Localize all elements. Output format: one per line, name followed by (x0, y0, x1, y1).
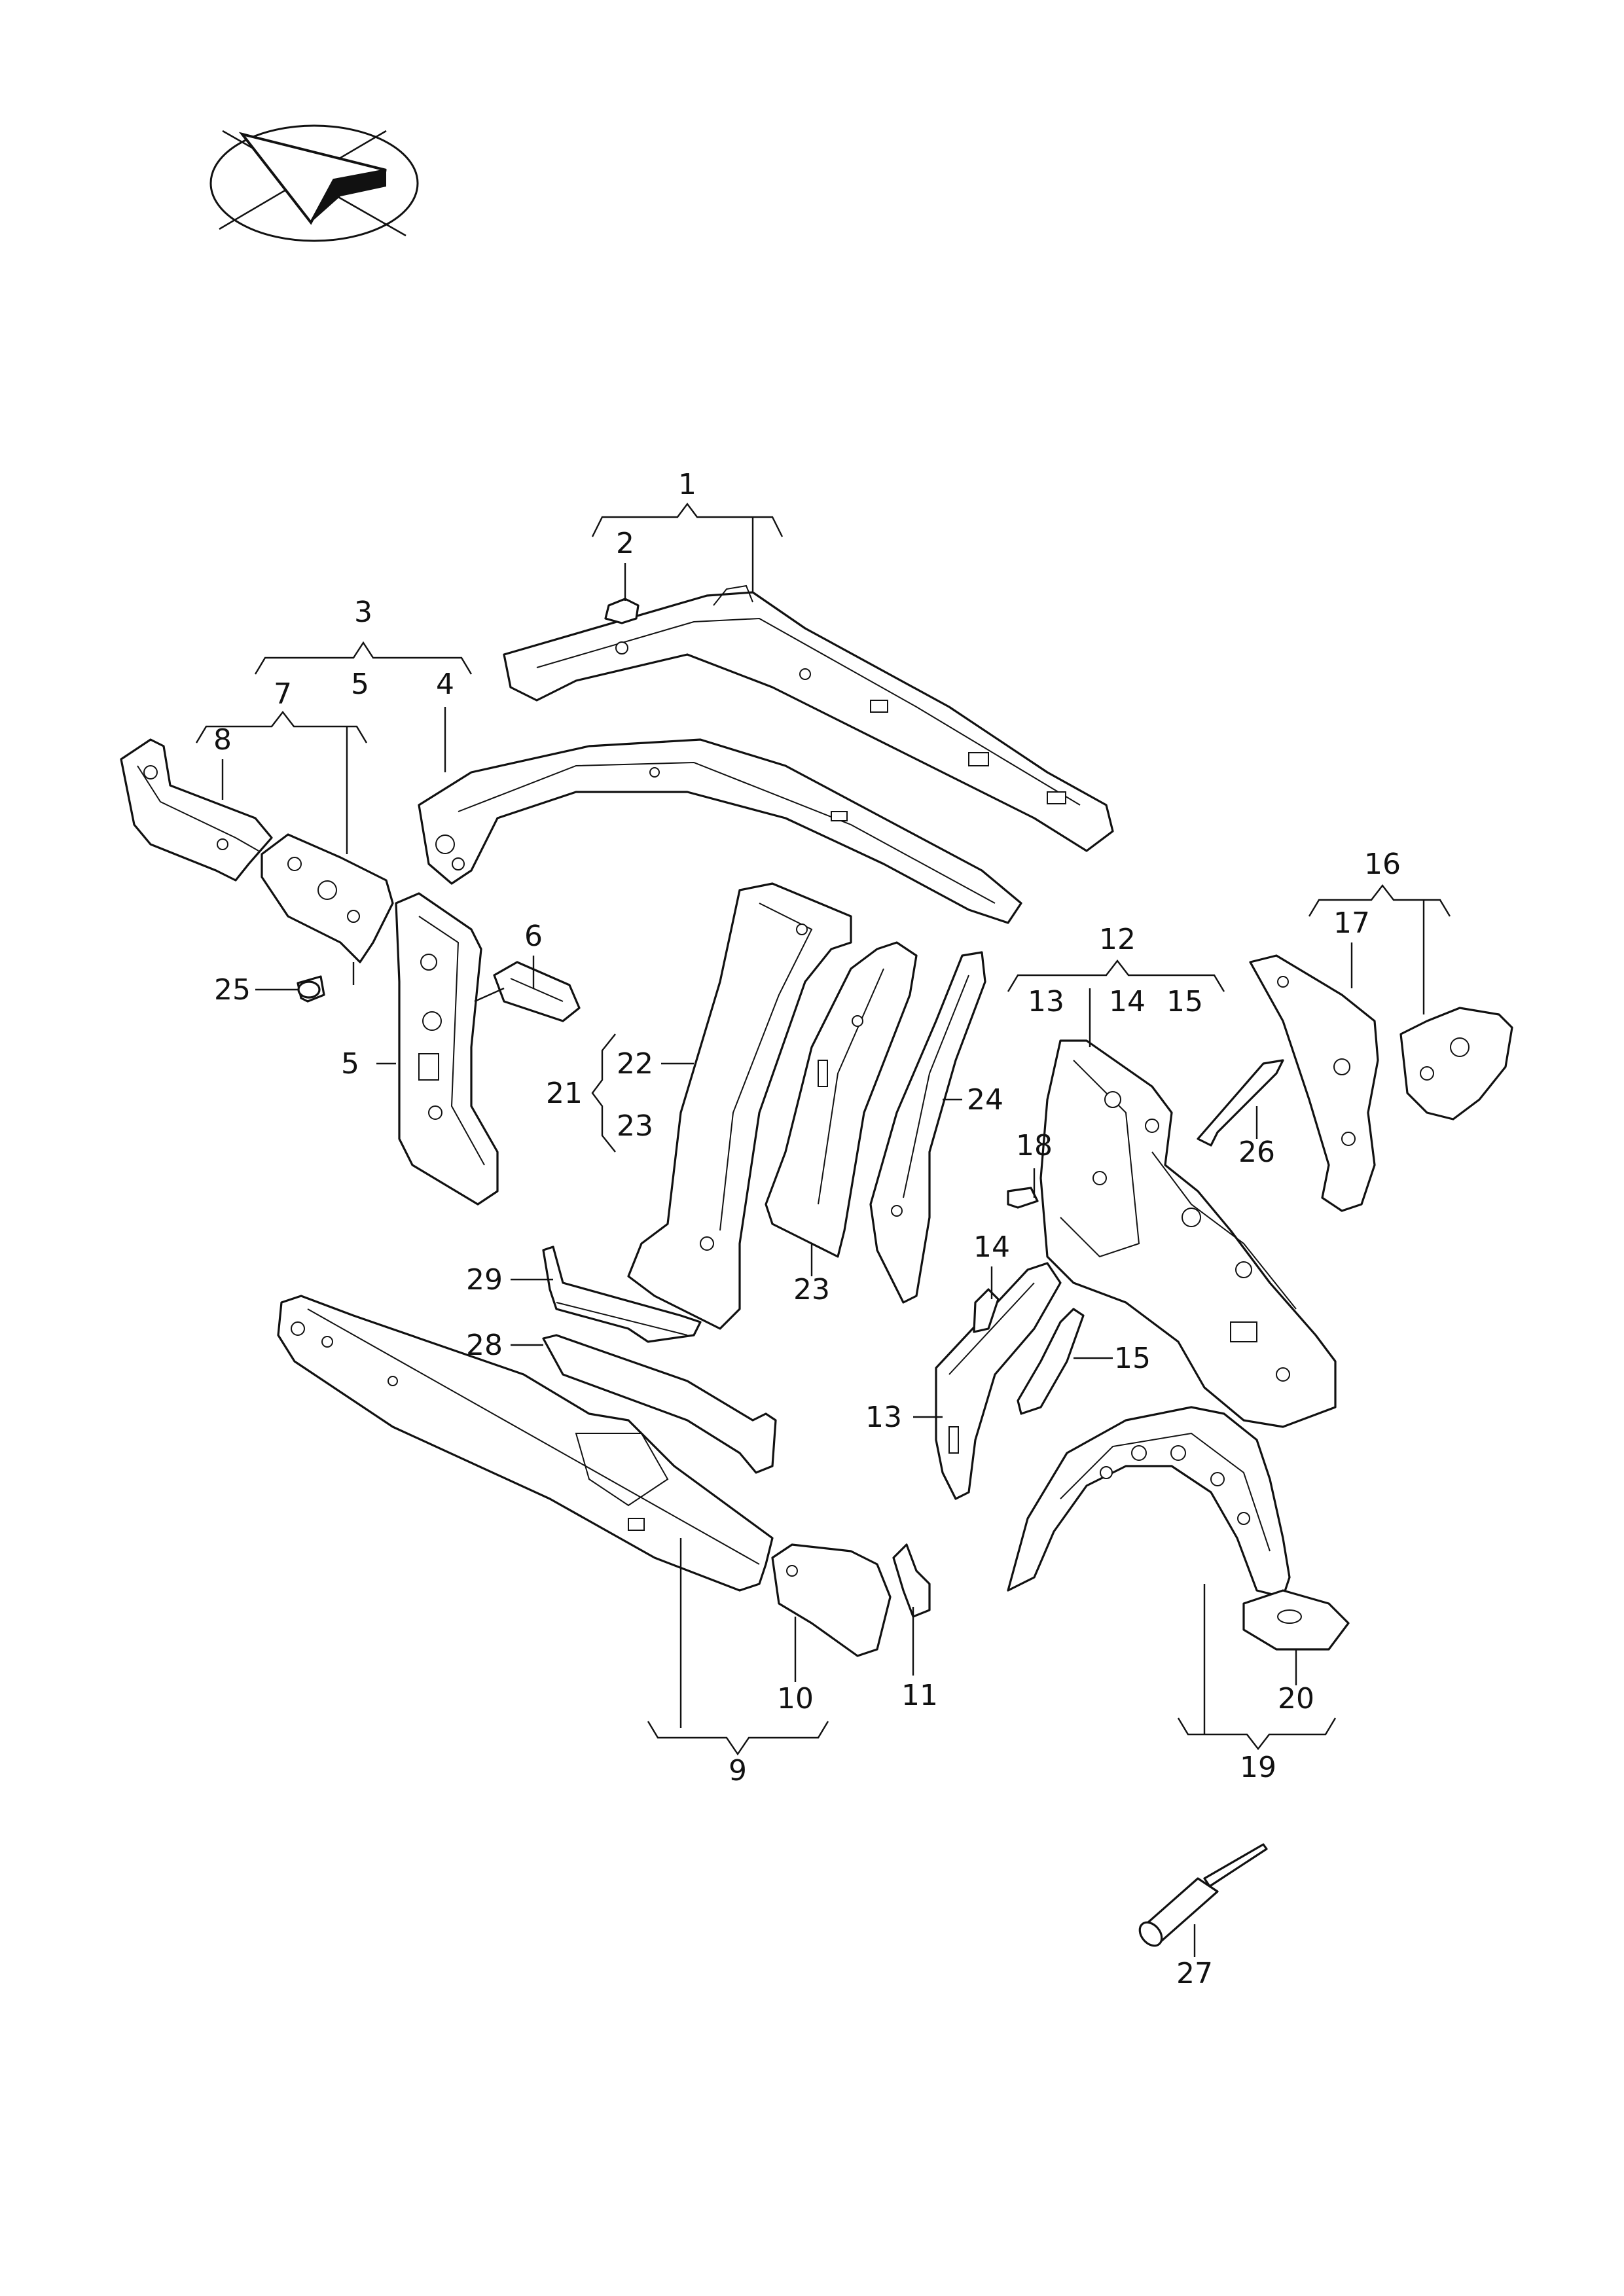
callout-15-top: 15 (1166, 985, 1203, 1018)
part-cross-member-29 (542, 1246, 702, 1343)
callout-2: 2 (616, 527, 634, 560)
callout-3: 3 (354, 596, 372, 629)
part-bracket-6 (493, 961, 581, 1022)
part-quarter-lower-13 (935, 1262, 1062, 1500)
callout-8: 8 (213, 723, 232, 757)
callout-29: 29 (466, 1263, 503, 1297)
part-bracket-2 (604, 598, 640, 624)
part-roof-rail-lower (418, 738, 1022, 924)
callout-12: 12 (1099, 923, 1136, 956)
part-quarter-inner-12 (1039, 1039, 1337, 1428)
callout-28: 28 (466, 1329, 503, 1362)
callout-23-part: 23 (793, 1273, 830, 1306)
part-bracket-20 (1242, 1589, 1350, 1651)
callout-21: 21 (546, 1077, 583, 1110)
part-side-sill-9 (277, 1295, 774, 1592)
callout-9: 9 (729, 1754, 747, 1787)
callout-22: 22 (617, 1047, 653, 1081)
leader-lines (195, 503, 1451, 1957)
part-bracket-8 (120, 738, 273, 882)
callout-15-side: 15 (1114, 1342, 1151, 1375)
part-sill-strip-28 (542, 1334, 777, 1474)
part-strip-26 (1197, 1059, 1284, 1147)
part-panel-7 (261, 833, 394, 963)
part-b-pillar-22 (627, 882, 852, 1330)
callout-19: 19 (1240, 1751, 1276, 1784)
callout-16: 16 (1364, 848, 1401, 881)
callout-24: 24 (967, 1083, 1003, 1117)
part-clip-18 (1007, 1187, 1039, 1209)
callout-4: 4 (436, 668, 454, 701)
part-bracket-11 (892, 1543, 931, 1618)
callout-26: 26 (1238, 1136, 1275, 1169)
part-bolt-25 (297, 975, 325, 1003)
part-roof-rail-upper (503, 584, 1114, 852)
callout-23-bracket: 23 (617, 1109, 653, 1143)
callout-20: 20 (1278, 1682, 1314, 1715)
callout-14-side: 14 (973, 1230, 1010, 1264)
part-sealant-tube-27 (1138, 1843, 1268, 1947)
callout-5-top: 5 (351, 668, 369, 701)
callout-labels: 1 2 3 4 5 5 6 7 8 9 10 11 12 13 13 14 14… (213, 468, 1401, 1990)
callout-5-side: 5 (341, 1047, 359, 1081)
callout-25: 25 (214, 973, 251, 1007)
callout-10: 10 (777, 1682, 814, 1715)
part-bracket-15 (1017, 1308, 1085, 1415)
part-wheelhouse-19 (1007, 1406, 1291, 1598)
callout-17: 17 (1333, 906, 1370, 940)
part-sill-end-10 (771, 1543, 892, 1657)
callout-18: 18 (1016, 1129, 1053, 1162)
part-b-pillar-23 (765, 941, 918, 1258)
part-b-pillar-24 (869, 951, 986, 1304)
part-panel-16 (1399, 1007, 1513, 1121)
callout-13-top: 13 (1028, 985, 1064, 1018)
callout-27: 27 (1176, 1957, 1213, 1990)
callout-1: 1 (678, 468, 696, 501)
callout-14-top: 14 (1109, 985, 1146, 1018)
callout-13-side: 13 (865, 1401, 902, 1434)
part-a-pillar-5 (395, 892, 499, 1206)
part-plate-14 (973, 1288, 1000, 1333)
callout-11: 11 (901, 1679, 938, 1712)
direction-arrow-icon (209, 124, 419, 242)
part-panel-17 (1249, 954, 1379, 1212)
callout-6: 6 (524, 920, 543, 953)
callout-7: 7 (274, 677, 292, 711)
